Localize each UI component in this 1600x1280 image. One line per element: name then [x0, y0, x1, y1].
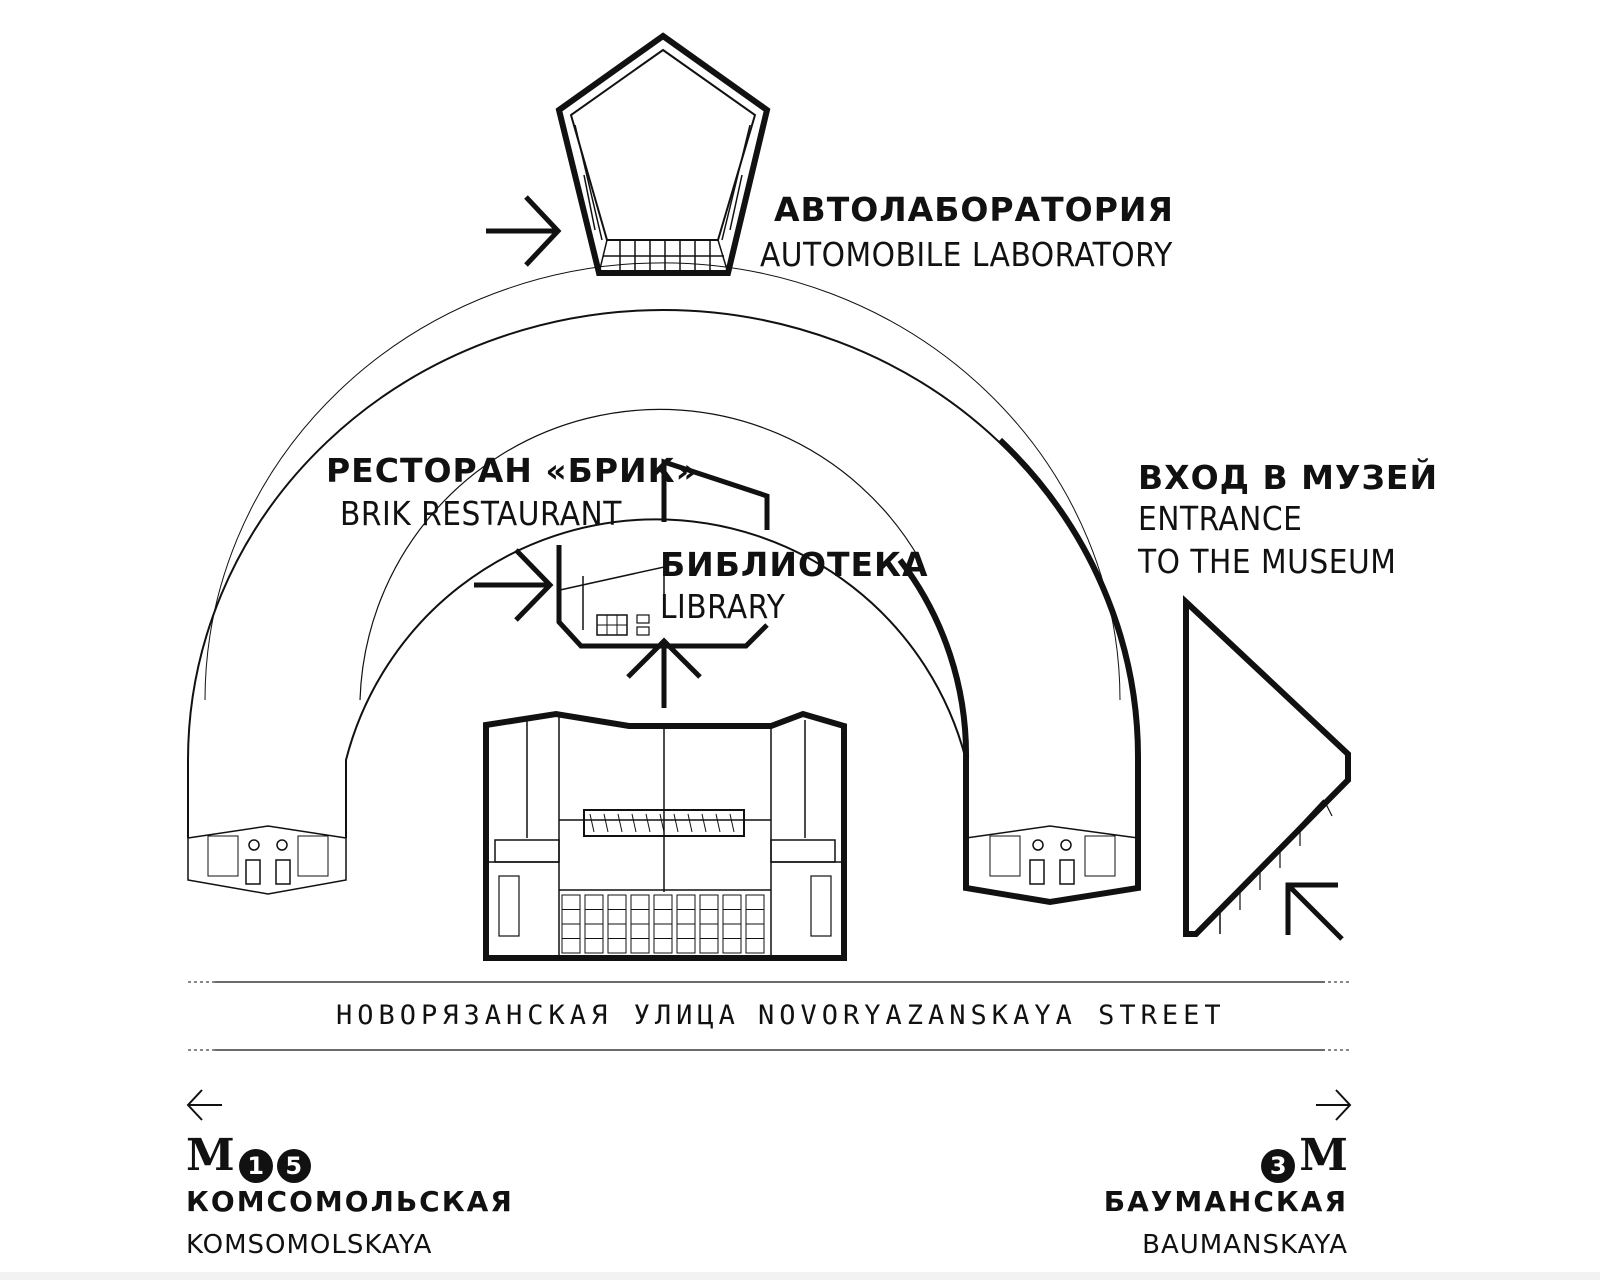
metro-line-badge: 3	[1261, 1148, 1296, 1183]
museum-entry-arrow-icon	[1285, 882, 1344, 941]
library-entry-arrow-icon	[474, 548, 554, 622]
entrance-label-en-1: ENTRANCE	[1138, 499, 1303, 538]
direction-arrow-right-icon	[1316, 1089, 1352, 1121]
canopy-rib	[617, 813, 623, 833]
library-building	[556, 458, 770, 649]
canopy-rib	[701, 813, 707, 833]
metro-left-name-ru: КОМСОМОЛЬСКАЯ	[186, 1185, 514, 1218]
metro-letter: M	[1299, 1130, 1348, 1181]
entrance-label-ru: ВХОД В МУЗЕЙ	[1138, 458, 1439, 497]
metro-line-badge: 1	[238, 1148, 273, 1183]
canopy-rib	[589, 813, 595, 833]
metro-letter: M	[186, 1130, 235, 1181]
restaurant-label-en: BRIK RESTAURANT	[340, 494, 622, 533]
metro-line-badge: 5	[276, 1148, 311, 1183]
autolab-entry-arrow-icon	[486, 195, 562, 267]
canopy-rib	[673, 813, 679, 833]
canopy-rib	[645, 813, 651, 833]
direction-arrow-left-icon	[186, 1089, 222, 1121]
central-building	[483, 710, 847, 961]
canopy-rib	[603, 813, 609, 833]
museum-entrance-building	[1183, 595, 1351, 937]
autolab-label-ru: АВТОЛАБОРАТОРИЯ	[774, 190, 1174, 229]
restaurant-label-ru: РЕСТОРАН «БРИК»	[326, 451, 698, 490]
entrance-label-en-2: TO THE MUSEUM	[1138, 542, 1397, 581]
canopy-rib	[631, 813, 637, 833]
autolab-building	[555, 32, 771, 276]
street-label-en: NOVORYAZANSKAYA STREET	[758, 1000, 1226, 1031]
canopy-rib	[687, 813, 693, 833]
street-lines	[188, 981, 1350, 1051]
canopy-rib	[715, 813, 721, 833]
metro-right-name-ru: БАУМАНСКАЯ	[1103, 1185, 1348, 1218]
library-up-arrow-icon	[626, 637, 702, 708]
bottom-strip	[0, 1272, 1600, 1280]
autolab-label-en: AUTOMOBILE LABORATORY	[760, 235, 1173, 274]
main-arch-building	[187, 262, 1142, 906]
library-label-en: LIBRARY	[660, 587, 786, 626]
central-building-windows	[561, 813, 765, 954]
metro-left-name-en: KOMSOMOLSKAYA	[186, 1230, 433, 1260]
metro-right-name-en: BAUMANSKAYA	[1142, 1230, 1348, 1260]
street-label-ru: НОВОРЯЗАНСКАЯ УЛИЦА	[336, 1000, 740, 1031]
canopy-rib	[659, 813, 665, 833]
canopy-rib	[729, 813, 735, 833]
library-label-ru: БИБЛИОТЕКА	[660, 545, 929, 584]
